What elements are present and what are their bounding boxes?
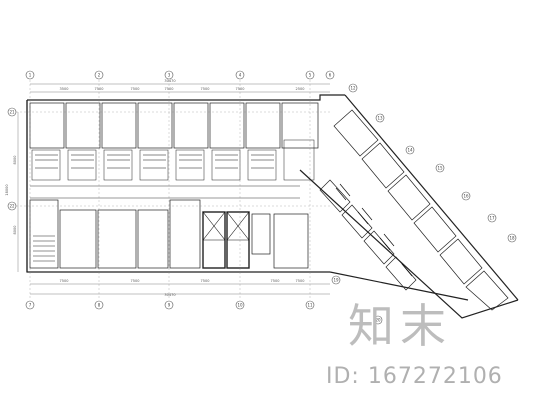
dimension-label: 30470 xyxy=(164,293,175,297)
dimension-label: 7500 xyxy=(165,87,174,91)
grid-bubble-label: 17 xyxy=(489,215,495,220)
grid-bubble-label: 9 xyxy=(168,302,171,307)
grid-bubble-label: 16 xyxy=(463,193,469,198)
dimension-label: 7500 xyxy=(131,279,140,283)
dimension-label: 7500 xyxy=(131,87,140,91)
grid-bubble-label: 13 xyxy=(377,115,383,120)
grid-bubble-label: 6 xyxy=(329,72,332,77)
grid-bubble-label: 2 xyxy=(98,72,101,77)
grid-bubble-label: 10 xyxy=(237,302,243,307)
grid-bubble-label: 3 xyxy=(168,72,171,77)
watermark-id: ID: 167272106 xyxy=(326,364,503,389)
grid-bubble-label: 14 xyxy=(407,147,413,152)
grid-bubble-label: 22 xyxy=(9,203,15,208)
elevator-shafts xyxy=(202,211,250,241)
bathroom-fixtures xyxy=(35,154,274,169)
grid-bubble-label: 19 xyxy=(333,277,339,282)
dimension-label: 7500 xyxy=(201,87,210,91)
diagonal-wing-outline xyxy=(299,94,519,319)
dimension-label: 7500 xyxy=(201,279,210,283)
dimension-label: 30470 xyxy=(164,79,175,83)
diagonal-fixtures xyxy=(335,183,413,277)
grid-bubble-label: 15 xyxy=(437,165,443,170)
dimension-label: 7500 xyxy=(271,279,280,283)
dimension-label: 7500 xyxy=(95,87,104,91)
dimension-lines xyxy=(17,83,330,295)
grid-bubble-label: 20 xyxy=(375,317,381,322)
grid-bubble-label: 5 xyxy=(309,72,312,77)
dimension-label: 7500 xyxy=(60,279,69,283)
top-guest-rooms xyxy=(29,102,319,181)
dimension-label: 8000 xyxy=(13,226,17,235)
dimension-label: 18000 xyxy=(5,184,9,195)
stair xyxy=(33,235,55,262)
dimension-label: 8000 xyxy=(13,156,17,165)
grid-bubble-label: 18 xyxy=(509,235,515,240)
dimension-label: 7500 xyxy=(236,87,245,91)
watermark-logo: 知末 xyxy=(348,299,452,353)
dimension-label: 7500 xyxy=(296,279,305,283)
grid-bubble-label: 8 xyxy=(98,302,101,307)
grid-bubble-label: 7 xyxy=(29,302,32,307)
diagonal-guest-rooms xyxy=(319,109,509,311)
grid-bubble-label: 12 xyxy=(350,85,356,90)
grid-bubble-label: 4 xyxy=(239,72,242,77)
grid-bubbles xyxy=(7,70,517,325)
grid-bubble-label: 11 xyxy=(307,302,313,307)
grid-bubble-label: 21 xyxy=(9,109,15,114)
main-wing-outline xyxy=(26,94,345,273)
corridor xyxy=(30,185,300,199)
dimension-label: 2500 xyxy=(296,87,305,91)
grid-bubble-label: 1 xyxy=(29,72,32,77)
dimension-label: 3500 xyxy=(60,87,69,91)
grid-lines xyxy=(12,80,330,300)
